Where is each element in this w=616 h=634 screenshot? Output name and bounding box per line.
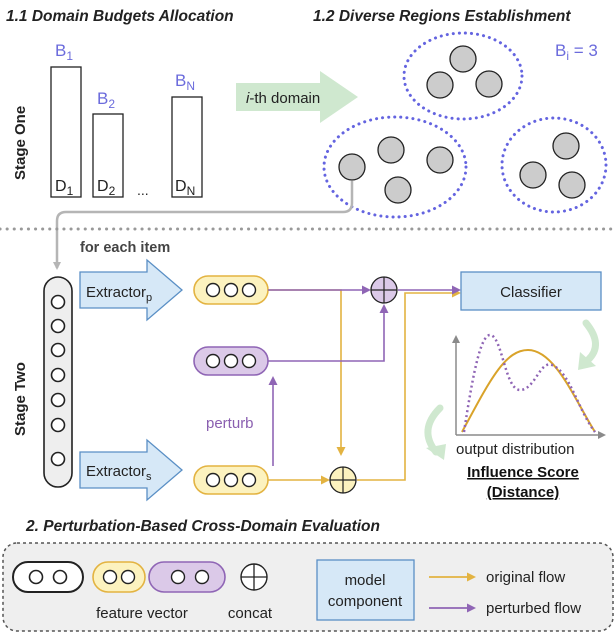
influence-distance-label: (Distance) [487, 484, 560, 501]
regions-title: 1.2 Diverse Regions Establishment [313, 8, 571, 25]
green-curve-arrow-right [582, 319, 599, 364]
region-node [384, 176, 412, 204]
item-node [50, 294, 66, 310]
perturbed-distribution-curve [462, 333, 596, 433]
legend-black-vector [12, 561, 84, 593]
budget-label-n: BN [175, 71, 195, 93]
region-node [377, 136, 405, 164]
budget-ellipsis: ... [137, 182, 149, 198]
domain-label-1: D1 [55, 178, 74, 198]
legend-purple-vector [148, 561, 226, 593]
budget-example-label: Bi = 3 [555, 41, 598, 63]
region-node [552, 132, 580, 160]
region-node [519, 161, 547, 189]
stage-one-label: Stage One [12, 106, 29, 180]
feature-vector-perturbed [193, 346, 269, 376]
region-node [558, 171, 586, 199]
budgets-title: 1.1 Domain Budgets Allocation [6, 8, 234, 25]
feature-vector-p [193, 275, 269, 305]
domain-label-n: DN [175, 178, 195, 198]
budget-label-1: B1 [55, 41, 73, 63]
legend-model-label-1: model [345, 572, 386, 589]
legend-model-component-box [316, 559, 415, 621]
budget-bar-2: B2 D2 [92, 89, 124, 198]
extractor-p: Extractorp [79, 258, 183, 322]
classifier-box: Classifier [460, 271, 602, 311]
extractor-p-label: Extractorp [86, 284, 152, 304]
region-node [475, 70, 503, 98]
for-each-item-label: for each item [80, 240, 170, 256]
original-flow-arrow [357, 288, 461, 481]
budget-bar-1: B1 D1 [50, 41, 82, 198]
output-distribution-label: output distribution [456, 441, 574, 458]
ith-domain-arrow: i-th domain [236, 71, 358, 123]
item-node [50, 367, 66, 383]
item-node [50, 342, 66, 358]
extractor-s-label: Extractors [86, 463, 152, 483]
influence-score-label: Influence Score [467, 464, 579, 481]
ith-domain-label: i-th domain [246, 90, 320, 107]
legend: feature vector concat model component or… [2, 542, 614, 632]
green-curve-arrow-left [424, 404, 444, 456]
legend-feature-vector-label: feature vector [96, 605, 188, 622]
item-node [50, 318, 66, 334]
classifier-label: Classifier [500, 284, 562, 301]
legend-concat-label: concat [228, 605, 273, 622]
item-node [50, 417, 66, 433]
legend-perturbed-flow-label: perturbed flow [486, 600, 581, 617]
budget-bar-n: BN DN [171, 71, 203, 198]
stage-two-title: 2. Perturbation-Based Cross-Domain Evalu… [25, 518, 380, 535]
output-distribution-chart: output distribution [452, 333, 606, 458]
feature-vector-s [193, 465, 269, 495]
concat-operator-bottom [329, 466, 357, 494]
item-node [50, 392, 66, 408]
legend-original-flow-label: original flow [486, 569, 565, 586]
budget-label-2: B2 [97, 89, 115, 111]
region-node [426, 71, 454, 99]
region-node [426, 146, 454, 174]
concat-operator-top [370, 276, 398, 304]
domain-label-2: D2 [97, 178, 116, 198]
region-node [338, 153, 366, 181]
region-top [402, 31, 524, 121]
item-connector-arrow [53, 181, 354, 270]
item-stack [43, 276, 73, 488]
perturbed-flow-arrow [268, 304, 389, 362]
original-flow-arrow [268, 289, 346, 456]
legend-concat-icon [240, 563, 268, 591]
region-right [500, 116, 608, 214]
perturb-label: perturb [206, 415, 254, 432]
item-node [50, 451, 66, 467]
original-distribution-curve [461, 348, 596, 433]
region-left [322, 115, 468, 219]
stage-two-label: Stage Two [12, 362, 29, 436]
legend-yellow-vector [92, 561, 146, 593]
extractor-s: Extractors [79, 438, 183, 502]
region-node [449, 45, 477, 73]
legend-model-label-2: component [328, 593, 403, 610]
